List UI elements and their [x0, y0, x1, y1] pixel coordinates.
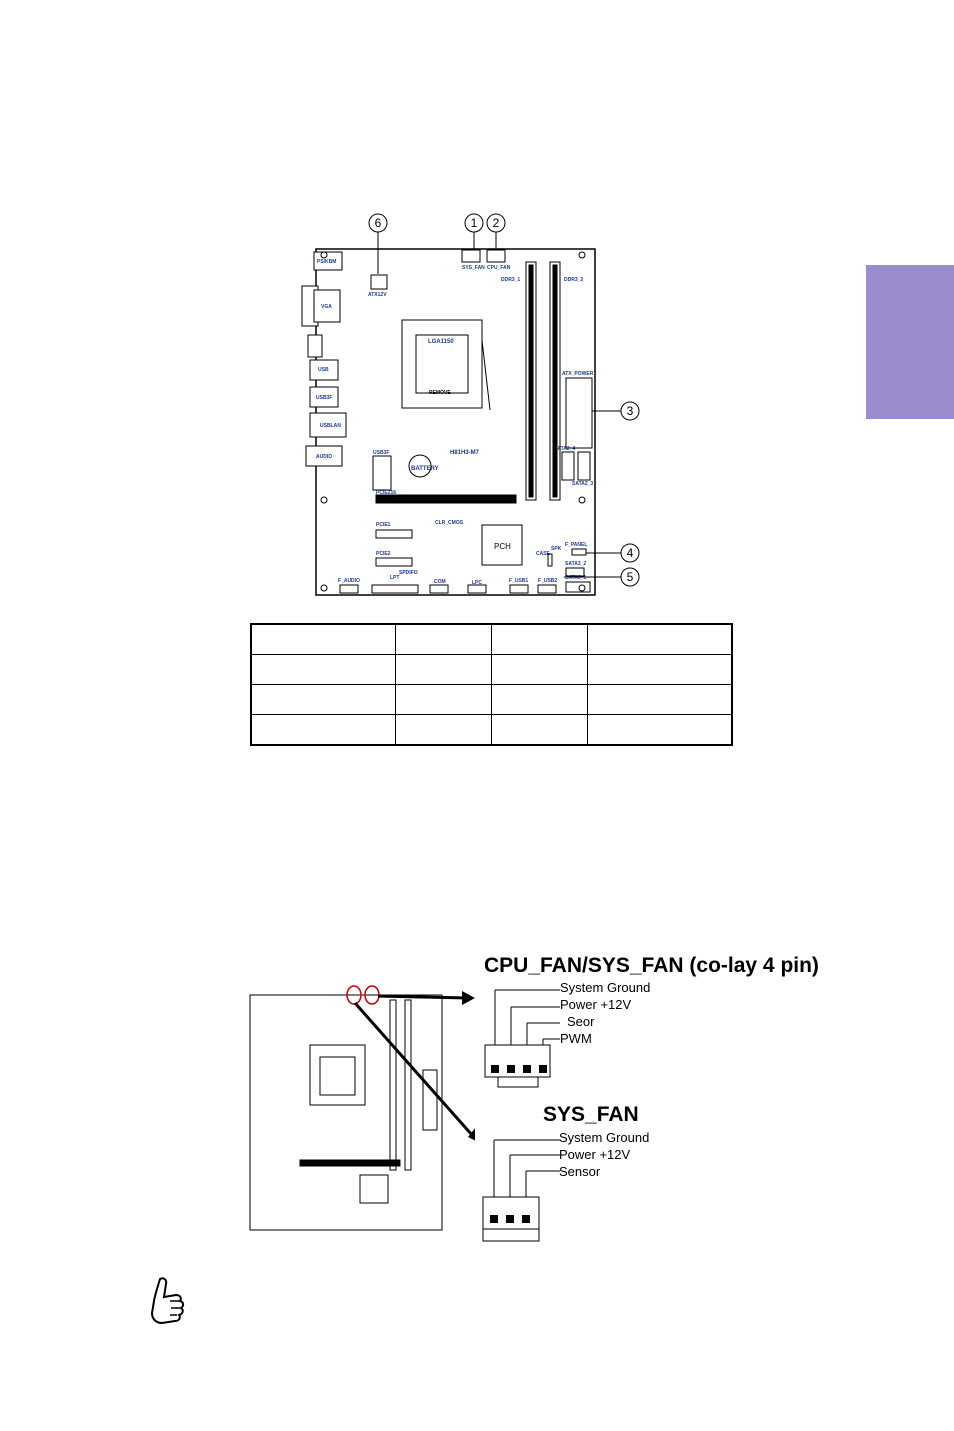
svg-text:PCIE216: PCIE216 — [376, 490, 396, 496]
motherboard-diagram-fan — [249, 985, 475, 1231]
cpu-fan-title: CPU_FAN/SYS_FAN (co-lay 4 pin) — [484, 954, 819, 977]
svg-text:SATA3_2: SATA3_2 — [565, 561, 586, 567]
svg-text:LPT: LPT — [390, 575, 399, 581]
table-row — [250, 623, 733, 655]
svg-text:PS/KBM: PS/KBM — [317, 259, 336, 265]
svg-text:SATA3_1: SATA3_1 — [565, 575, 586, 581]
three-pin-connector — [482, 1139, 560, 1242]
pin-label: System Ground — [559, 1130, 650, 1145]
svg-text:SPDIFO: SPDIFO — [399, 570, 418, 576]
callout-1: 1 — [471, 216, 478, 230]
callout-3: 3 — [627, 404, 634, 418]
chapter-side-tab — [866, 265, 954, 419]
svg-text:DDR3_1: DDR3_1 — [501, 277, 520, 283]
svg-text:PCH: PCH — [494, 542, 511, 551]
callout-6: 6 — [375, 216, 382, 230]
svg-text:PCIE1: PCIE1 — [376, 522, 391, 528]
svg-text:SYS_FAN: SYS_FAN — [462, 265, 485, 271]
pointing-hand-icon — [150, 1277, 185, 1325]
svg-text:USB3F: USB3F — [316, 395, 332, 401]
svg-text:DDR3_2: DDR3_2 — [564, 277, 583, 283]
callout-5: 5 — [627, 570, 634, 584]
pin-label: PWM — [560, 1031, 592, 1046]
svg-text:VGA: VGA — [321, 304, 332, 310]
pin-label: Seor — [567, 1014, 595, 1029]
svg-text:SATA2_4: SATA2_4 — [554, 446, 575, 452]
svg-text:USB3F: USB3F — [373, 450, 389, 456]
svg-text:USB: USB — [318, 367, 329, 373]
svg-text:SATA2_3: SATA2_3 — [572, 481, 593, 487]
svg-text:LPC: LPC — [472, 580, 482, 586]
svg-text:F_AUDIO: F_AUDIO — [338, 578, 360, 584]
motherboard-diagram-main: 6 1 2 3 4 5 PS/KBM VGA USB USB3F USBLAN … — [301, 213, 640, 596]
pin-label: Power +12V — [560, 997, 632, 1012]
four-pin-connector — [484, 989, 560, 1088]
svg-text:SPK: SPK — [551, 546, 562, 552]
svg-text:F_PANEL: F_PANEL — [565, 542, 587, 548]
svg-text:ATX_POWER: ATX_POWER — [562, 371, 594, 377]
svg-text:BATTERY: BATTERY — [411, 466, 439, 472]
table-row — [250, 654, 733, 685]
callout-4: 4 — [627, 546, 634, 560]
svg-text:AUDIO: AUDIO — [316, 454, 332, 460]
table-row — [250, 684, 733, 715]
table-row — [250, 714, 733, 746]
svg-text:CASE: CASE — [536, 551, 551, 557]
pin-label: Sensor — [559, 1164, 601, 1179]
svg-text:F_USB1: F_USB1 — [509, 578, 528, 584]
svg-text:CLR_CMOS: CLR_CMOS — [435, 520, 464, 526]
svg-text:H81H3-M7: H81H3-M7 — [450, 450, 480, 456]
pin-label: Power +12V — [559, 1147, 631, 1162]
callout-2: 2 — [493, 216, 500, 230]
pin-label: System Ground — [560, 980, 651, 995]
svg-text:CPU_FAN: CPU_FAN — [487, 265, 511, 271]
svg-text:USBLAN: USBLAN — [320, 423, 341, 429]
svg-text:F_USB2: F_USB2 — [538, 578, 557, 584]
svg-text:LGA1150: LGA1150 — [428, 339, 454, 345]
svg-text:ATX12V: ATX12V — [368, 292, 387, 298]
spec-table — [250, 623, 733, 746]
svg-text:COM: COM — [434, 579, 446, 585]
svg-text:PCIE2: PCIE2 — [376, 551, 391, 557]
sys-fan-title: SYS_FAN — [543, 1103, 639, 1126]
